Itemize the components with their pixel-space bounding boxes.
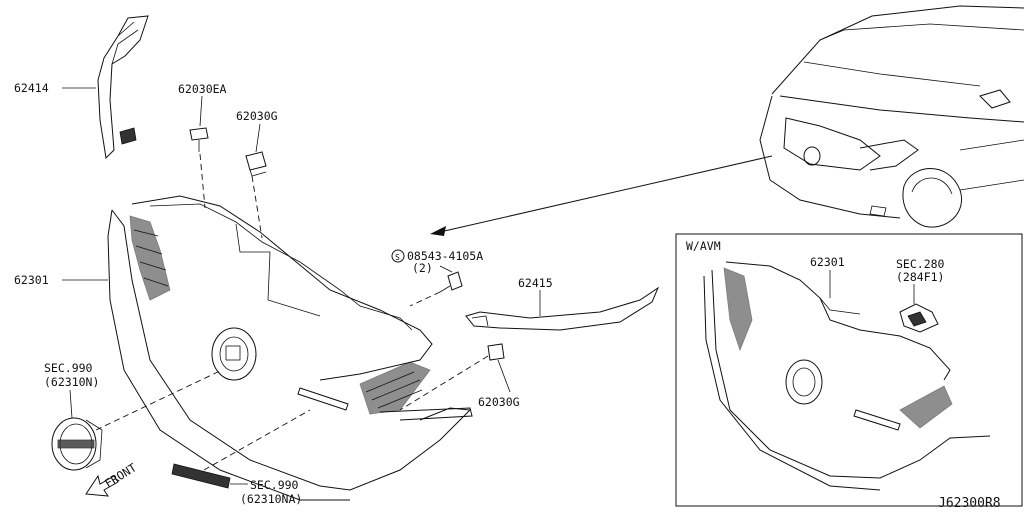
label-sec280-sub: (284F1) xyxy=(896,270,944,284)
label-sec990-a-sub: (62310N) xyxy=(44,375,99,389)
label-62030g-top: 62030G xyxy=(236,109,278,123)
dash-62310n xyxy=(95,369,223,431)
pointer-arrowhead xyxy=(430,226,446,236)
label-62415: 62415 xyxy=(518,276,553,290)
clip-62030g-top xyxy=(245,151,267,177)
emblem-62310n xyxy=(51,417,103,471)
dash-62030ea xyxy=(199,153,206,209)
label-08543: 08543-4105A xyxy=(407,249,483,263)
camera-slot xyxy=(297,387,349,411)
inset-mesh-right xyxy=(899,385,953,429)
vehicle-illustration xyxy=(759,5,1024,228)
grille-mesh-right xyxy=(359,361,431,415)
label-sec990-b-sub: (62310NA) xyxy=(240,492,302,506)
inset-emblem-mount xyxy=(785,359,823,405)
leader-08543 xyxy=(439,265,453,273)
leader-62030ea xyxy=(199,95,203,127)
emblem-mount xyxy=(211,327,257,381)
label-sec280: SEC.280 xyxy=(896,257,945,271)
label-inset-62301: 62301 xyxy=(810,255,845,269)
label-62301: 62301 xyxy=(14,273,49,287)
inset-camera-slot xyxy=(853,409,901,431)
screw-08543 xyxy=(439,271,463,293)
arrow-down-left-icon xyxy=(85,474,119,497)
label-front: FRONT xyxy=(102,460,139,490)
label-62030ea: 62030EA xyxy=(178,82,227,96)
label-inset-title: W/AVM xyxy=(686,239,721,253)
part-62414-molding xyxy=(97,15,149,160)
clip-62030ea xyxy=(189,127,209,152)
label-62030g-bottom: 62030G xyxy=(478,395,520,409)
circle-s-icon xyxy=(391,249,405,263)
label-sec990-a: SEC.990 xyxy=(44,361,93,375)
dash-62310na xyxy=(203,409,311,471)
leader-62030g-bottom xyxy=(497,359,511,393)
label-diagram-id: J62300R8 xyxy=(938,496,1001,511)
badge-62310na xyxy=(171,463,231,489)
label-08543-qty: (2) xyxy=(412,261,433,275)
camera-284f1 xyxy=(899,303,939,333)
leader-62310n xyxy=(69,389,73,419)
dash-62030g-top xyxy=(251,175,263,239)
inset-mesh-left xyxy=(723,267,753,352)
grille-mesh-left xyxy=(129,215,171,301)
molding-62415 xyxy=(465,286,660,331)
leader-62030g-top xyxy=(255,123,261,153)
label-62414: 62414 xyxy=(14,81,49,95)
inset-w-avm xyxy=(675,233,1023,507)
svg-text:S: S xyxy=(395,253,400,262)
dash-08543 xyxy=(409,291,441,307)
pointer-line xyxy=(439,155,773,233)
clip-62030g-bottom xyxy=(487,343,505,361)
dash-62030g-bottom xyxy=(399,355,489,411)
label-sec990-b: SEC.990 xyxy=(250,478,299,492)
grille-62301 xyxy=(107,195,473,501)
